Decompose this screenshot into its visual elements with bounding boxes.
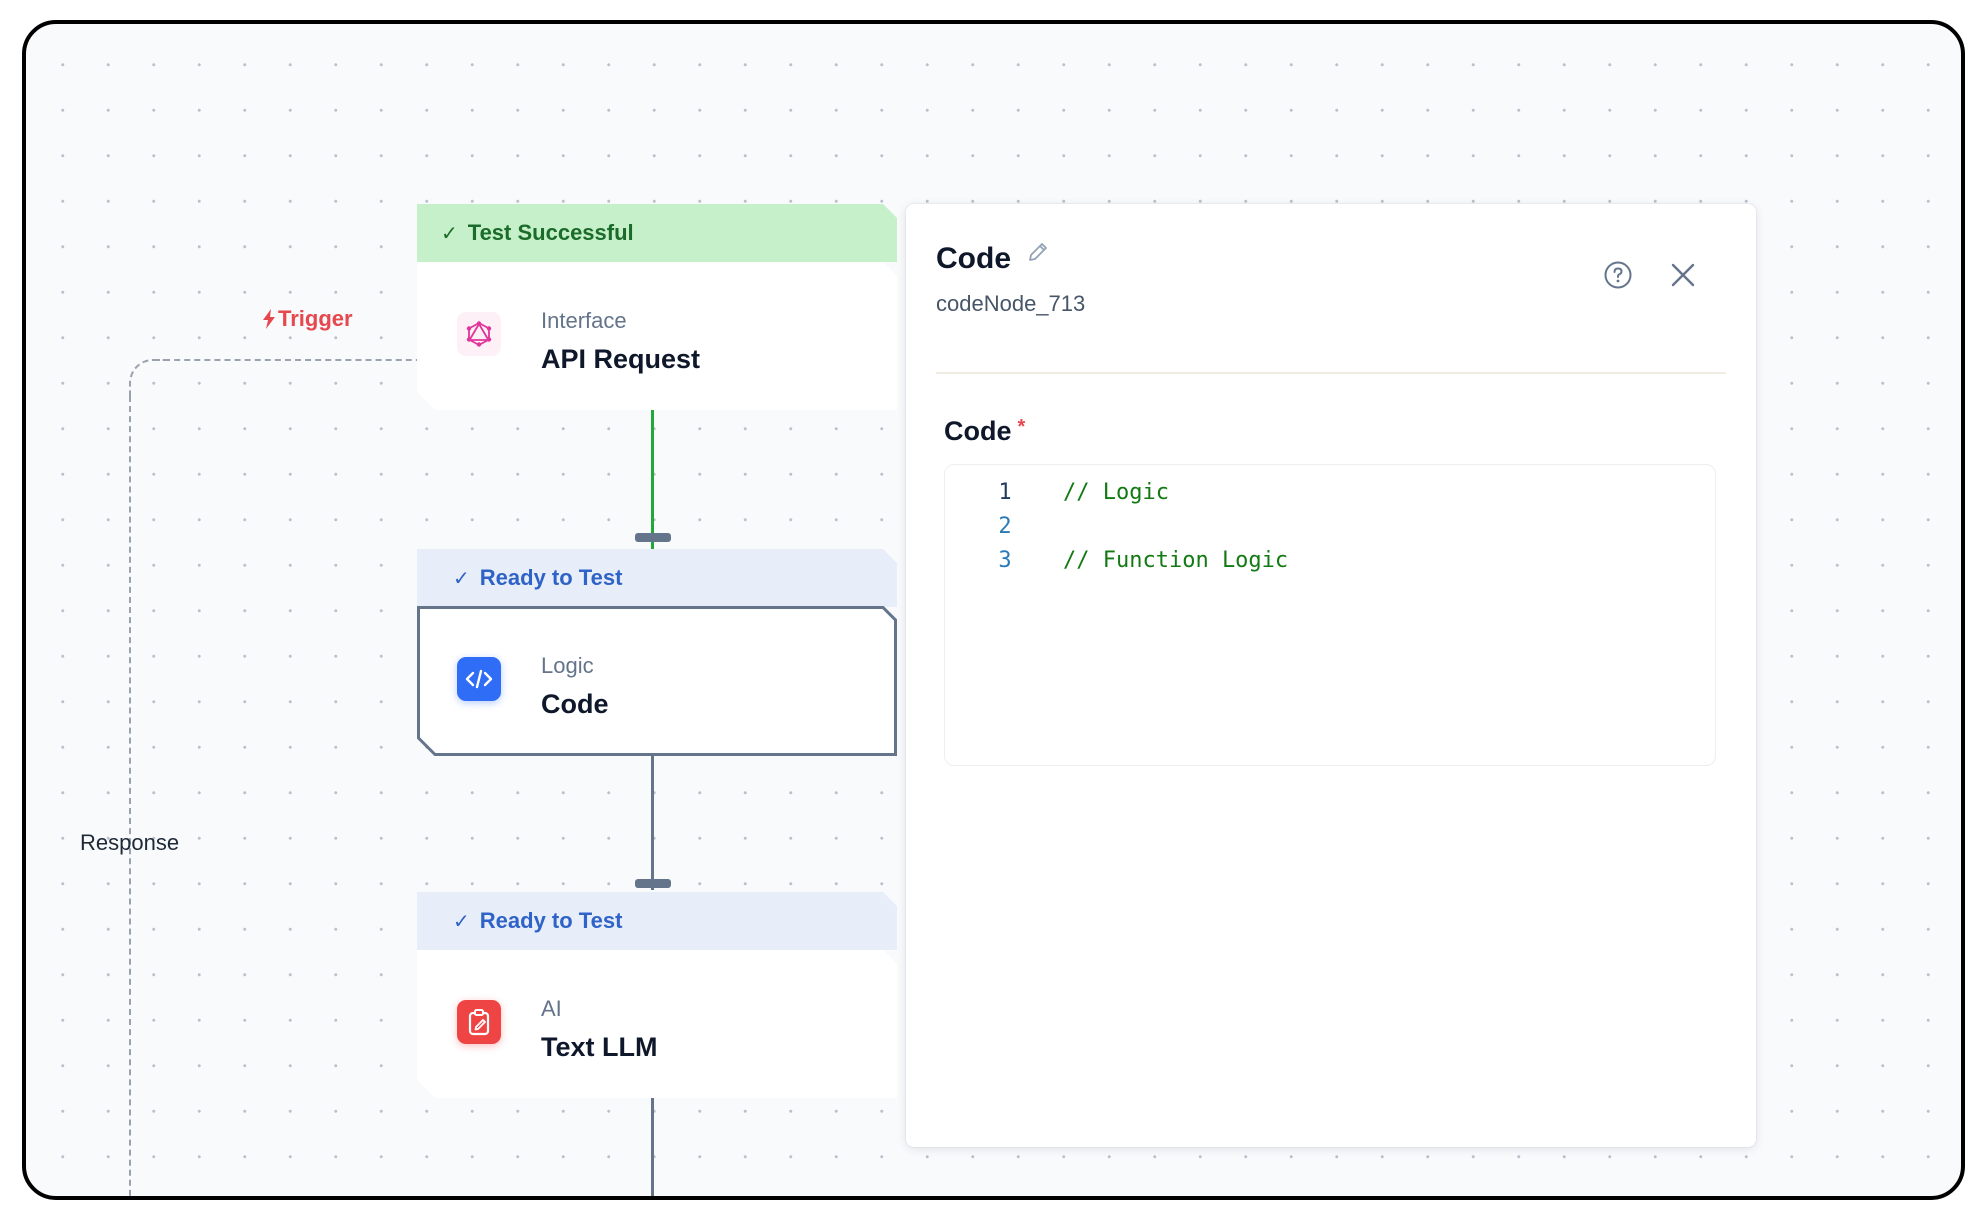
line-number: 1 xyxy=(998,479,1012,505)
check-icon: ✓ xyxy=(453,910,470,933)
code-text: // Logic xyxy=(1063,479,1169,505)
help-icon[interactable] xyxy=(1603,260,1633,290)
node-card[interactable]: AI Text LLM xyxy=(417,950,897,1098)
close-icon[interactable] xyxy=(1670,262,1696,288)
trigger-label: Trigger xyxy=(262,306,353,332)
node-status-bar: ✓ Test Successful xyxy=(417,204,897,262)
trigger-edge xyxy=(154,359,442,361)
edge xyxy=(651,1092,654,1196)
node-api-request[interactable]: ✓ Test Successful Interface API Request xyxy=(417,204,897,410)
check-icon: ✓ xyxy=(441,222,458,245)
node-status-bar: ✓ Ready to Test xyxy=(417,549,897,607)
node-status-text: Ready to Test xyxy=(479,565,623,590)
node-title: Text LLM xyxy=(541,1032,658,1062)
code-icon xyxy=(457,657,501,701)
node-status-text: Test Successful xyxy=(467,220,634,245)
node-title: Code xyxy=(541,689,609,719)
node-input-handle[interactable] xyxy=(635,879,671,888)
node-category: Logic xyxy=(541,653,594,678)
code-text: // Function Logic xyxy=(1063,547,1289,573)
response-edge xyxy=(129,396,131,1196)
node-status-bar: ✓ Ready to Test xyxy=(417,892,897,950)
node-category: Interface xyxy=(541,308,627,333)
node-card[interactable]: Interface API Request xyxy=(417,262,897,410)
workflow-canvas[interactable]: Trigger Response ✓ Test Successful Int xyxy=(22,20,1965,1200)
required-mark: * xyxy=(1017,416,1026,438)
ai-clipboard-icon xyxy=(457,1000,501,1044)
response-label: Response xyxy=(80,830,180,855)
trigger-edge-corner xyxy=(129,359,169,399)
check-icon: ✓ xyxy=(453,567,470,590)
node-config-panel: Code codeNode_713 Code* 1 // Logic 2 xyxy=(906,204,1756,1147)
line-number: 3 xyxy=(998,547,1012,573)
bolt-icon xyxy=(263,309,275,329)
edge-success xyxy=(651,408,654,557)
graphql-icon xyxy=(457,312,501,356)
node-category: AI xyxy=(541,996,562,1021)
panel-divider xyxy=(936,372,1726,374)
panel-title: Code xyxy=(936,242,1011,275)
code-editor[interactable]: 1 // Logic 2 3 // Function Logic xyxy=(944,464,1716,766)
code-field-label: Code* xyxy=(944,416,1026,446)
panel-node-id: codeNode_713 xyxy=(936,291,1086,316)
edit-pencil-icon[interactable] xyxy=(1026,240,1050,264)
node-status-text: Ready to Test xyxy=(479,908,623,933)
node-text-llm[interactable]: ✓ Ready to Test AI Text LLM xyxy=(417,892,897,1098)
node-card[interactable]: Logic Code xyxy=(417,607,897,755)
edge xyxy=(651,750,654,890)
node-title: API Request xyxy=(541,344,701,374)
line-number: 2 xyxy=(998,513,1012,539)
node-code[interactable]: ✓ Ready to Test Logic Code xyxy=(417,549,897,756)
node-input-handle[interactable] xyxy=(635,533,671,542)
